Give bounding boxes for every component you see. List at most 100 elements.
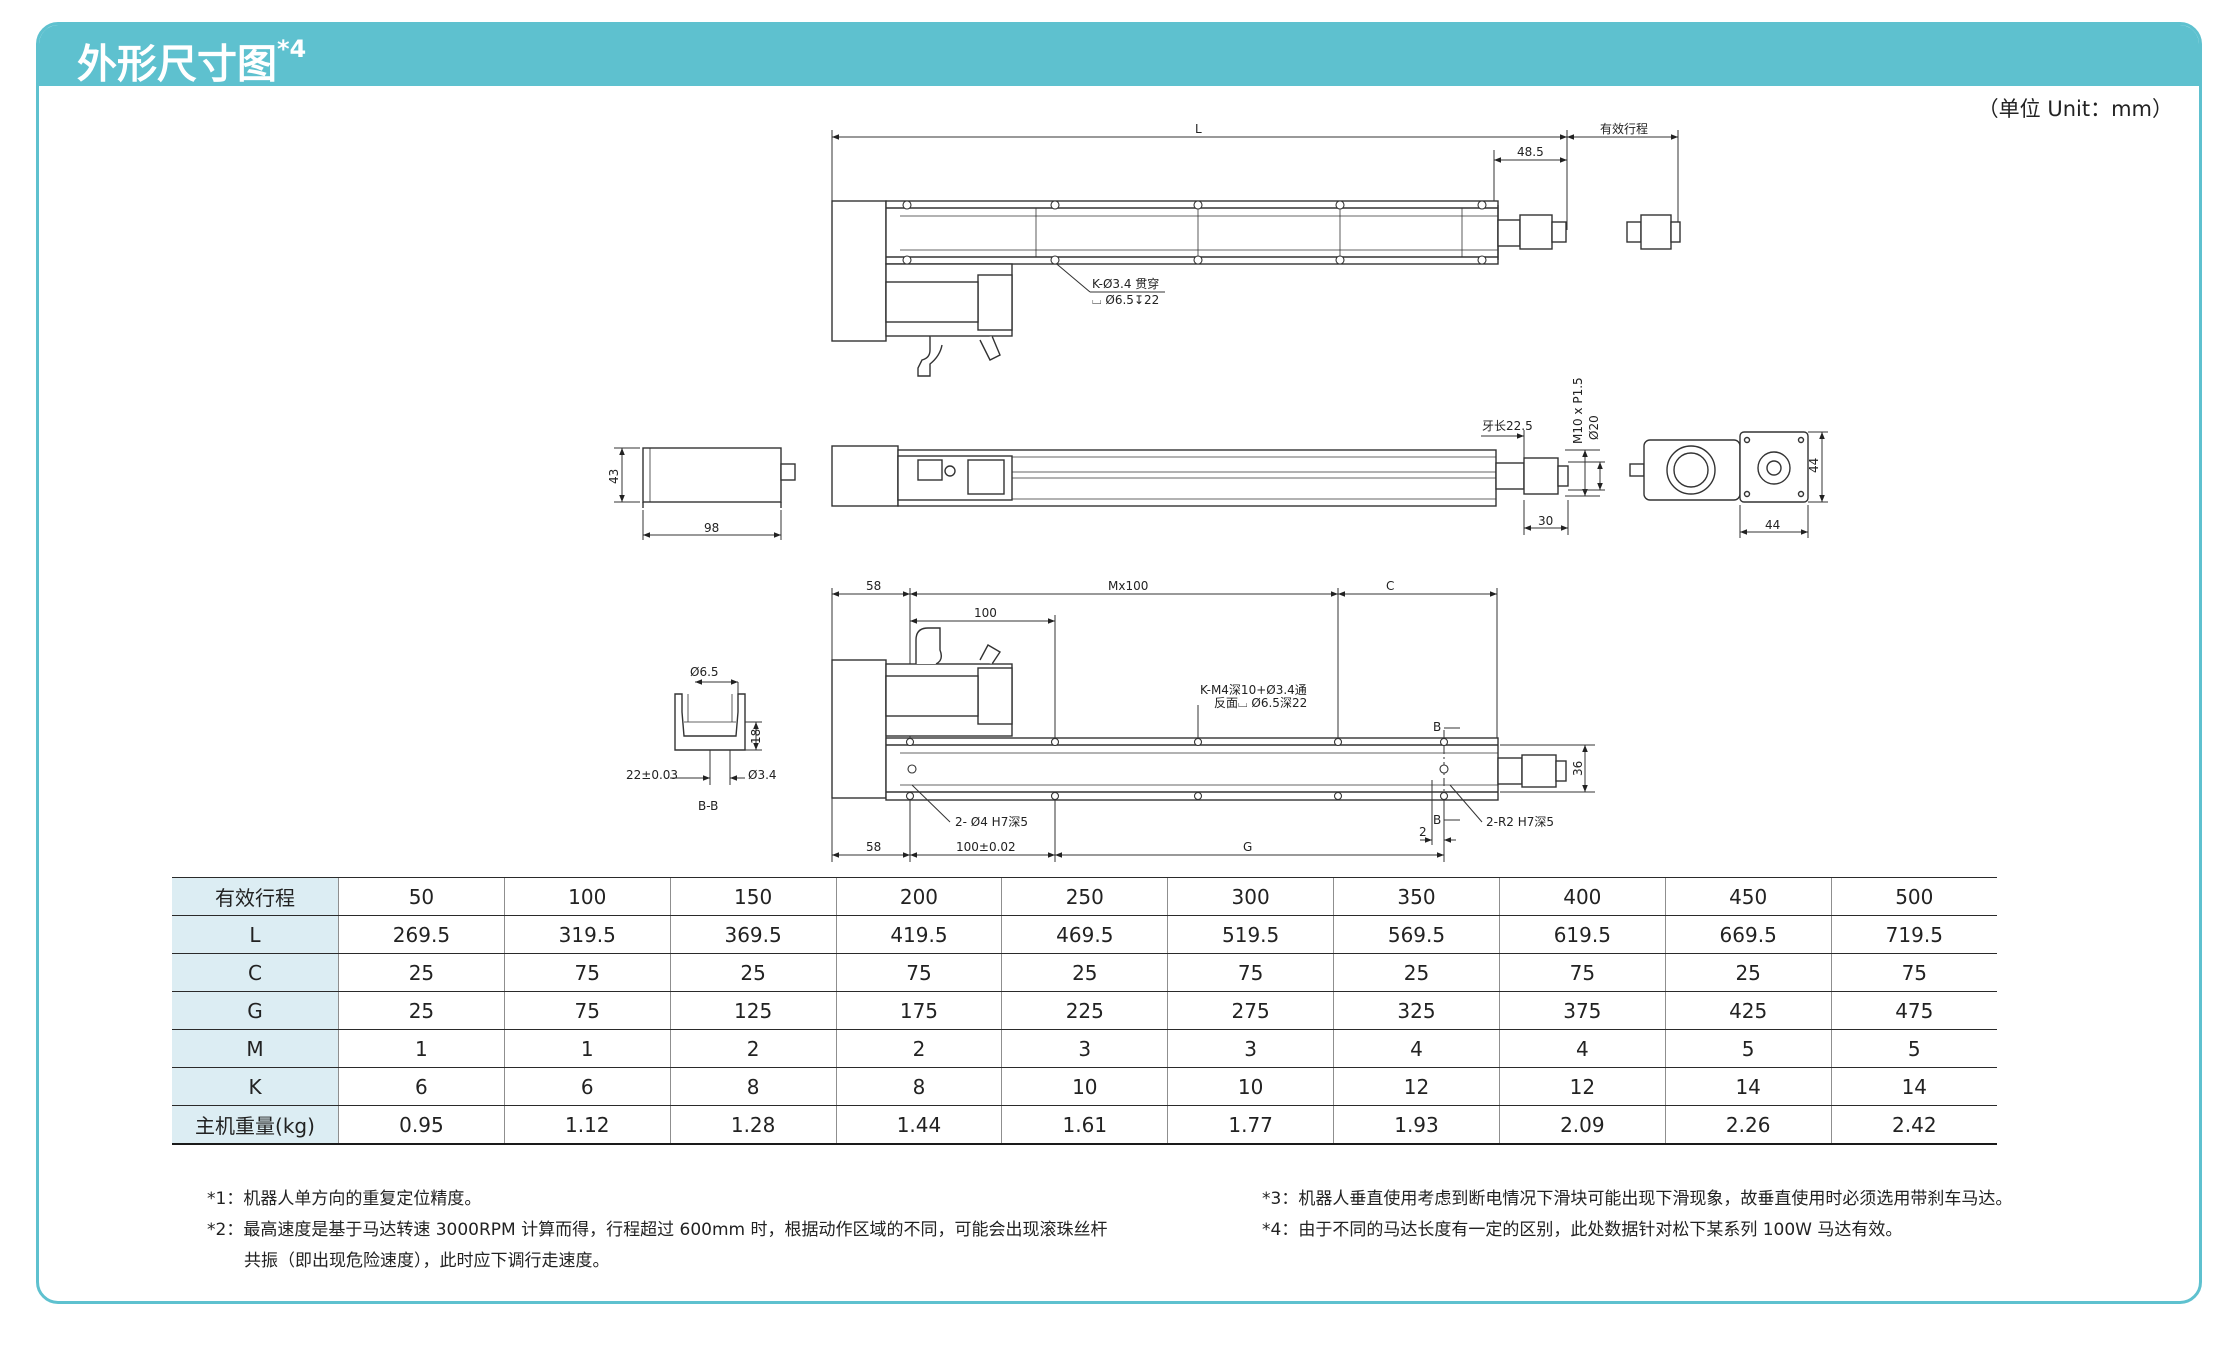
table-cell: 25 [338,991,505,1030]
table-cell: 10 [1001,1067,1168,1106]
table-cell: 125 [669,991,837,1030]
table-cell: 100 [503,877,671,916]
table-cell: 1.28 [669,1105,837,1145]
table-cell: 469.5 [1001,915,1168,954]
table-cell: 300 [1167,877,1334,916]
section-bb [670,679,762,785]
table-cell: 4 [1333,1029,1500,1068]
table-cell: 619.5 [1498,915,1666,954]
note-pin-left: 2- Ø4 H7深5 [955,815,1028,829]
sec-d3-4: Ø3.4 [748,768,777,782]
dim-58-top: 58 [866,579,881,593]
table-cell: 5 [1830,1029,1997,1068]
table-cell: 669.5 [1664,915,1832,954]
table-cell: 319.5 [503,915,671,954]
sec-d6-5: Ø6.5 [690,665,719,679]
dim-48-5: 48.5 [1517,145,1544,159]
row-header: 主机重量(kg) [172,1105,339,1145]
end-view [1629,431,1828,538]
table-cell: 250 [1001,877,1168,916]
table-cell: 1.93 [1333,1105,1500,1145]
table-cell: 369.5 [669,915,837,954]
dim-36: 36 [1571,761,1585,776]
table-cell: 50 [338,877,505,916]
dim-L: L [1195,122,1202,136]
table-cell: 10 [1167,1067,1334,1106]
section-label: B-B [698,799,718,813]
dim-30: 30 [1538,514,1553,528]
note-hole-counterbore: ⌴ Ø6.5↧22 [1092,293,1159,307]
table-cell: 150 [669,877,837,916]
table-cell: 1.44 [835,1105,1002,1145]
table-cell: 225 [1001,991,1168,1030]
sec-18: 18 [749,729,763,744]
dim-thread-length: 牙长22.5 [1482,419,1533,433]
table-cell: 569.5 [1333,915,1500,954]
table-cell: 2 [669,1029,837,1068]
table-cell: 5 [1664,1029,1832,1068]
table-cell: 8 [835,1067,1002,1106]
dim-d20: Ø20 [1587,415,1601,440]
table-cell: 475 [1830,991,1997,1030]
footnote-1: *1：机器人单方向的重复定位精度。 [207,1189,482,1209]
dim-100: 100 [974,606,997,620]
sec-22: 22±0.03 [626,768,678,782]
table-cell: 519.5 [1167,915,1334,954]
note-hole-through: K-Ø3.4 贯穿 [1092,276,1159,291]
table-cell: 1 [503,1029,671,1068]
table-cell: 25 [669,953,837,992]
table-cell: 1.12 [503,1105,671,1145]
footnote-2: *2：最高速度是基于马达转速 3000RPM 计算而得，行程超过 600mm 时… [207,1220,1108,1240]
dim-G: G [1243,840,1252,854]
note-tapped-hole: K-M4深10+Ø3.4通 [1200,683,1307,697]
table-cell: 25 [1333,953,1500,992]
table-cell: 400 [1498,877,1666,916]
section-mark-top: B [1433,720,1441,734]
dim-C: C [1386,579,1394,593]
table-cell: 4 [1498,1029,1666,1068]
note-pin-right: 2-R2 H7深5 [1486,815,1554,829]
section-header: 外形尺寸图*4 [39,25,2199,87]
table-cell: 75 [503,953,671,992]
table-cell: 175 [835,991,1002,1030]
table-cell: 25 [1664,953,1832,992]
table-cell: 6 [503,1067,671,1106]
table-cell: 12 [1498,1067,1666,1106]
footnote-3: *3：机器人垂直使用考虑到断电情况下滑块可能出现下滑现象，故垂直使用时必须选用带… [1262,1189,2013,1209]
section-mark-bottom: B [1433,813,1441,827]
dim-100-tolerance: 100±0.02 [956,840,1016,854]
table-cell: 12 [1333,1067,1500,1106]
table-cell: 450 [1664,877,1832,916]
table-cell: 2.42 [1830,1105,1997,1145]
footnote-2-cont: 共振（即出现危险速度），此时应下调行走速度。 [244,1251,610,1271]
title-footnote-mark: *4 [277,35,307,63]
table-cell: 375 [1498,991,1666,1030]
table-cell: 3 [1167,1029,1334,1068]
table-cell: 75 [835,953,1002,992]
table-cell: 275 [1167,991,1334,1030]
table-cell: 1.61 [1001,1105,1168,1145]
table-cell: 500 [1830,877,1997,916]
top-view [831,130,1681,377]
table-cell: 3 [1001,1029,1168,1068]
row-header: L [172,915,339,954]
side-view [614,430,1605,540]
table-cell: 425 [1664,991,1832,1030]
table-cell: 75 [1498,953,1666,992]
table-cell: 75 [503,991,671,1030]
table-cell: 14 [1664,1067,1832,1106]
dim-2: 2 [1419,825,1427,839]
table-cell: 25 [338,953,505,992]
section-title: 外形尺寸图*4 [77,35,307,88]
dim-Mx100: Mx100 [1108,579,1148,593]
note-back-counterbore: 反面⌴ Ø6.5深22 [1214,696,1307,710]
row-header: 有效行程 [172,877,339,916]
unit-label: （单位 Unit：mm） [1977,97,2173,121]
table-cell: 0.95 [338,1105,505,1145]
row-header: M [172,1029,339,1068]
